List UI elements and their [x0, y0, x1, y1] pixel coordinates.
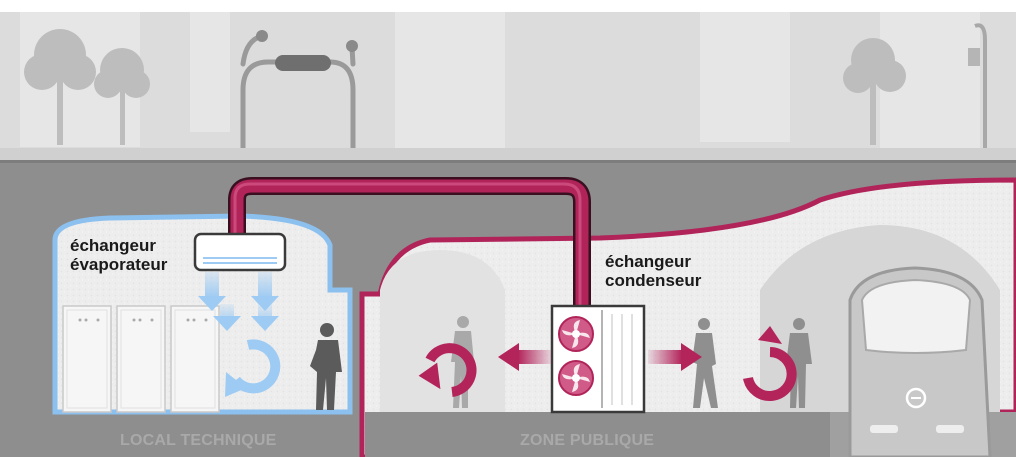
condenser-label-line1: échangeur [605, 252, 691, 271]
fan-icon [558, 360, 594, 396]
zone-label-zone-publique: ZONE PUBLIQUE [520, 432, 655, 449]
tunnel-arch [380, 250, 505, 412]
tree-icon [24, 29, 150, 145]
evaporator-label: échangeur évaporateur [70, 236, 167, 274]
hot-air-arrow-left [498, 343, 552, 371]
condenser-label: échangeur condenseur [605, 252, 701, 290]
server-cabinet [116, 305, 166, 413]
pedestrian-silhouette [786, 318, 812, 408]
server-cabinet [62, 305, 112, 413]
ground [0, 148, 1016, 162]
technician-silhouette [310, 323, 342, 410]
server-cabinet [170, 305, 220, 413]
metro-sign [275, 55, 331, 71]
evaporator-label-line1: échangeur [70, 236, 156, 255]
fan-icon [558, 316, 594, 352]
cool-air-arrow [198, 272, 279, 331]
hot-air-circulation-icon [743, 326, 797, 401]
evaporator-label-line2: évaporateur [70, 255, 168, 274]
hot-air-circulation-icon [418, 343, 477, 397]
hot-air-arrow-right [648, 343, 702, 371]
evaporator-unit [193, 232, 287, 272]
metro-train [848, 266, 992, 457]
pedestrian-silhouette [692, 318, 718, 408]
cool-air-circulation-icon [225, 339, 281, 397]
tree-icon [843, 38, 906, 145]
condenser-label-line2: condenseur [605, 271, 702, 290]
zone-label-local-technique: LOCAL TECHNIQUE [120, 432, 277, 449]
street-lamp-icon [974, 23, 987, 150]
